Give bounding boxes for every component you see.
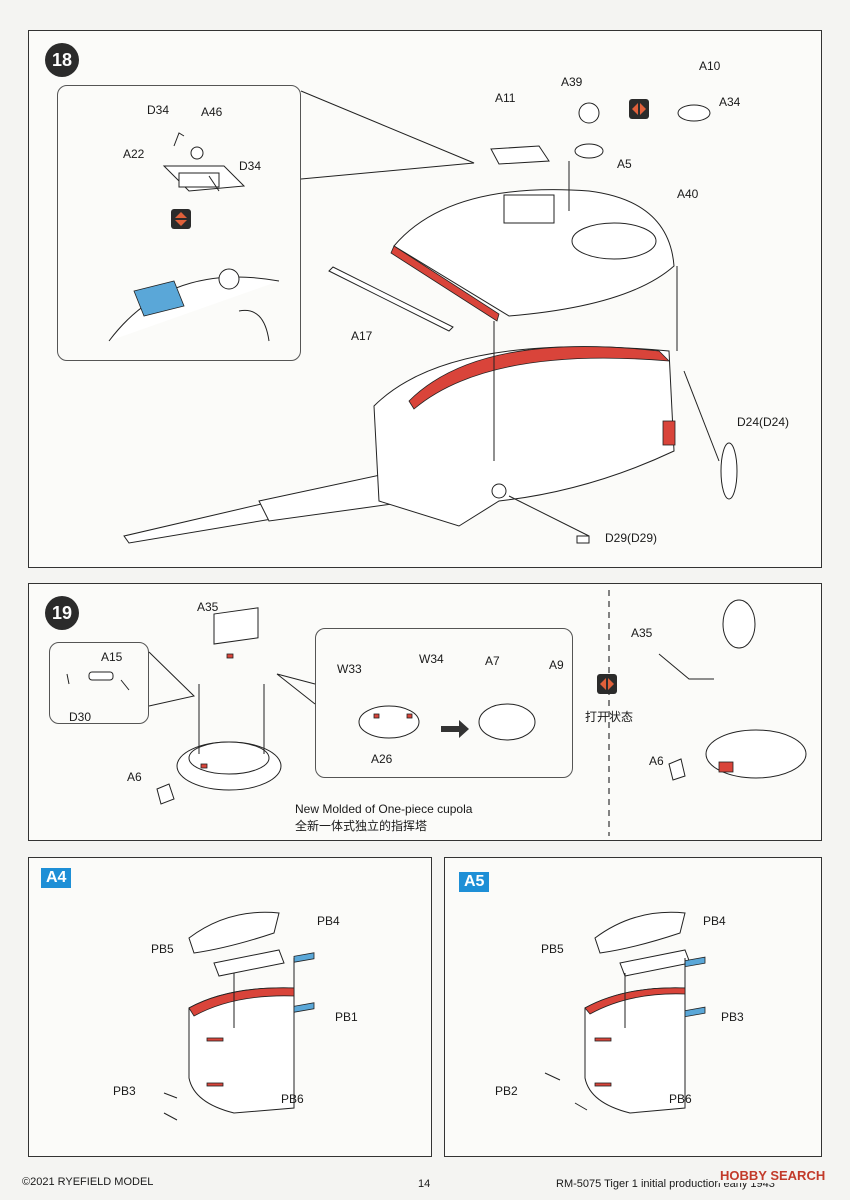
- a4-label-pb6: PB6: [281, 1092, 304, 1106]
- label-a17: A17: [351, 329, 373, 343]
- a4-label-pb3: PB3: [113, 1084, 136, 1098]
- step-18-panel: 18 D34 A46 A22 D34: [28, 30, 822, 568]
- label-a5: A5: [617, 157, 632, 171]
- inset-hatch-drawing: [108, 132, 280, 342]
- variant-a4-panel: A4 PB5 PB4 PB1 PB3 PB6: [28, 857, 432, 1157]
- cupola-note-chinese: 全新一体式独立的指挥塔: [295, 819, 428, 833]
- a4-label-pb4: PB4: [317, 914, 340, 928]
- label-a9: A9: [549, 658, 564, 672]
- cupola-note-english: New Molded of One-piece cupola: [295, 802, 473, 816]
- label-d34-inset-a: D34: [147, 103, 170, 117]
- a5-label-pb5: PB5: [541, 942, 564, 956]
- label-w34: W34: [419, 652, 444, 666]
- label-a26: A26: [371, 752, 393, 766]
- label-d30: D30: [69, 710, 92, 724]
- step-19-panel: 19 打开状态 A35 A15 D30: [28, 583, 822, 841]
- swap-horizontal-icon: [629, 99, 649, 119]
- step-number-19: 19: [45, 596, 79, 630]
- a4-label-pb1: PB1: [335, 1010, 358, 1024]
- cupola-assembly-drawing: [66, 590, 807, 836]
- variant-a5-panel: A5 PB5 PB4 PB3 PB2 PB6: [444, 857, 822, 1157]
- step-18-callout-pointer: [300, 90, 475, 180]
- turret-assembly-drawing: [123, 102, 738, 544]
- label-a11: A11: [495, 91, 516, 105]
- variant-a4-badge: A4: [41, 868, 72, 888]
- swap-vertical-icon: [171, 209, 191, 229]
- label-d24: D24(D24): [737, 415, 790, 429]
- step-number-18: 18: [45, 43, 79, 77]
- a5-label-pb3: PB3: [721, 1010, 744, 1024]
- footer-watermark: HOBBY SEARCH: [718, 1168, 828, 1183]
- label-a6-right: A6: [649, 754, 664, 768]
- label-a15: A15: [101, 650, 123, 664]
- label-d34-inset-b: D34: [239, 159, 262, 173]
- label-d29: D29(D29): [605, 531, 658, 545]
- a5-hatch-drawing: [544, 911, 706, 1114]
- a4-hatch-drawing: [163, 911, 315, 1121]
- label-a6: A6: [127, 770, 142, 784]
- a5-label-pb6: PB6: [669, 1092, 692, 1106]
- footer-copyright: ©2021 RYEFIELD MODEL: [22, 1176, 154, 1188]
- label-w33: W33: [337, 662, 362, 676]
- label-a35-right: A35: [631, 626, 653, 640]
- step-19-handle-callout: [49, 642, 149, 724]
- label-a46: A46: [201, 105, 223, 119]
- swap-horizontal-icon: [597, 674, 617, 694]
- label-a34: A34: [719, 95, 741, 109]
- footer-page-number: 14: [418, 1178, 431, 1190]
- label-a39: A39: [561, 75, 583, 89]
- step-19-hatch-callout: [315, 628, 573, 778]
- a4-label-pb5: PB5: [151, 942, 174, 956]
- a5-label-pb2: PB2: [495, 1084, 518, 1098]
- label-a22: A22: [123, 147, 145, 161]
- label-a10: A10: [699, 59, 721, 73]
- variant-a5-badge: A5: [459, 872, 490, 892]
- label-a7: A7: [485, 654, 500, 668]
- label-a35: A35: [197, 600, 219, 614]
- label-a40: A40: [677, 187, 699, 201]
- a5-label-pb4: PB4: [703, 914, 726, 928]
- label-open-state: 打开状态: [585, 710, 634, 724]
